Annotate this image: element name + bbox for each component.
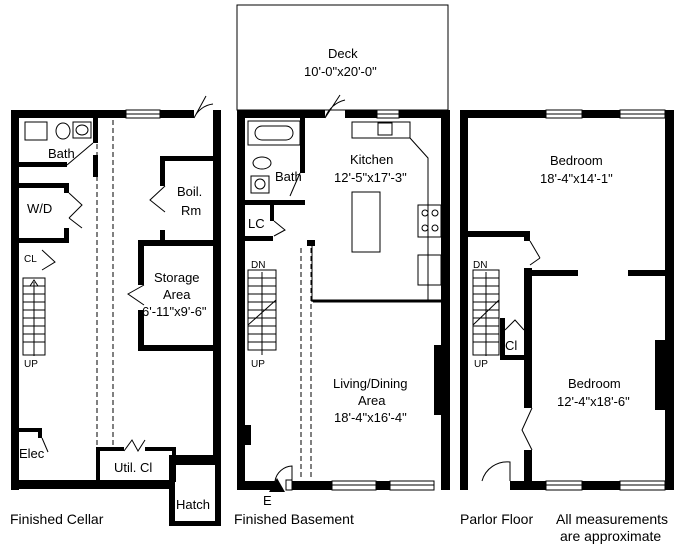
deck-dims: 10'-0"x20'-0" [304,64,377,79]
kitchen-dims: 12'-5"x17'-3" [334,170,407,185]
hatch-label: Hatch [176,497,210,512]
parlor-floor-plan: Bedroom 18'-4"x14'-1" DN UP Cl Bedroom 1… [460,109,674,527]
kitchen-label: Kitchen [350,152,393,167]
cellar-up-label: UP [24,359,38,370]
measurement-note-line-1: All measurements [556,511,668,527]
finished-basement-caption: Finished Basement [234,511,354,527]
bedroom-top-label: Bedroom [550,153,603,168]
cellar-cl-label: CL [24,254,37,265]
cellar-wd-label: W/D [27,201,52,216]
bedroom-top-dims: 18'-4"x14'-1" [540,171,613,186]
basement-up-label: UP [251,359,265,370]
util-closet-label: Util. Cl [114,460,152,475]
living-dining-label-2: Area [358,393,386,408]
bedroom-bottom-dims: 12'-4"x18'-6" [557,394,630,409]
bedroom-bottom-label: Bedroom [568,376,621,391]
storage-area-label-1: Storage [154,270,200,285]
finished-basement-plan: Deck 10'-0"x20'-0" [234,4,450,527]
living-dining-label-1: Living/Dining [333,376,407,391]
storage-area-label-2: Area [163,287,191,302]
measurement-note-line-2: are approximate [560,528,661,544]
deck-label: Deck [328,46,358,61]
elec-label: Elec [19,446,45,461]
basement-bath-label: Bath [275,169,302,184]
finished-cellar-plan: Bath W/D CL UP Boil. Rm Storage Area 6'-… [10,95,221,527]
lc-label: LC [248,216,265,231]
living-dining-dims: 18'-4"x16'-4" [334,410,407,425]
boiler-room-label-1: Boil. [177,184,202,199]
parlor-floor-caption: Parlor Floor [460,511,533,527]
boiler-room-label-2: Rm [181,203,201,218]
storage-area-dims: 6'-11"x9'-6" [142,304,207,319]
parlor-closet-label: Cl [505,338,517,353]
parlor-up-label: UP [474,359,488,370]
cellar-bath-label: Bath [48,146,75,161]
basement-dn-label: DN [251,260,265,271]
finished-cellar-caption: Finished Cellar [10,511,104,527]
entrance-label: E [263,493,272,508]
parlor-dn-label: DN [473,260,487,271]
